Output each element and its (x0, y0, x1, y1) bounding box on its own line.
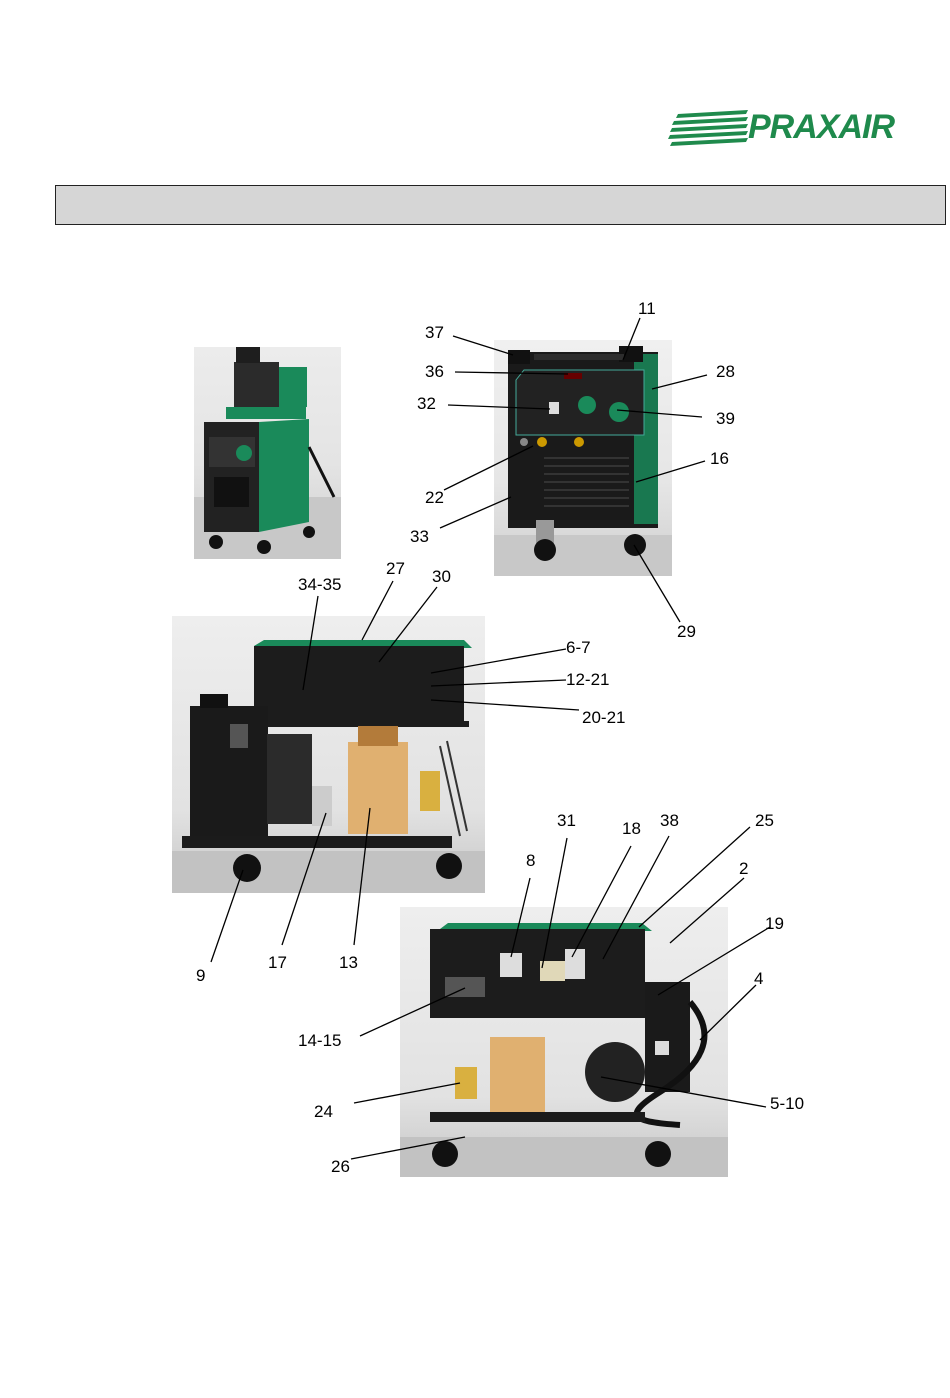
callout-36: 36 (425, 362, 444, 382)
callout-29: 29 (677, 622, 696, 642)
callout-19: 19 (765, 914, 784, 934)
callout-28: 28 (716, 362, 735, 382)
callout-32: 32 (417, 394, 436, 414)
callout-27: 27 (386, 559, 405, 579)
callout-13: 13 (339, 953, 358, 973)
callout-6-7: 6-7 (566, 638, 591, 658)
callout-39: 39 (716, 409, 735, 429)
callout-14-15: 14-15 (298, 1031, 341, 1051)
callout-8: 8 (526, 851, 535, 871)
callout-24: 24 (314, 1102, 333, 1122)
callout-2: 2 (739, 859, 748, 879)
callout-33: 33 (410, 527, 429, 547)
callout-17: 17 (268, 953, 287, 973)
callout-5-10: 5-10 (770, 1094, 804, 1114)
callout-20-21: 20-21 (582, 708, 625, 728)
callout-25: 25 (755, 811, 774, 831)
callout-4: 4 (754, 969, 763, 989)
callout-22: 22 (425, 488, 444, 508)
callout-12-21: 12-21 (566, 670, 609, 690)
callout-37: 37 (425, 323, 444, 343)
callout-30: 30 (432, 567, 451, 587)
callout-9: 9 (196, 966, 205, 986)
callout-31: 31 (557, 811, 576, 831)
callout-11: 11 (638, 299, 656, 319)
callout-34-35: 34-35 (298, 575, 341, 595)
callout-16: 16 (710, 449, 729, 469)
callout-26: 26 (331, 1157, 350, 1177)
callout-18: 18 (622, 819, 641, 839)
callout-38: 38 (660, 811, 679, 831)
